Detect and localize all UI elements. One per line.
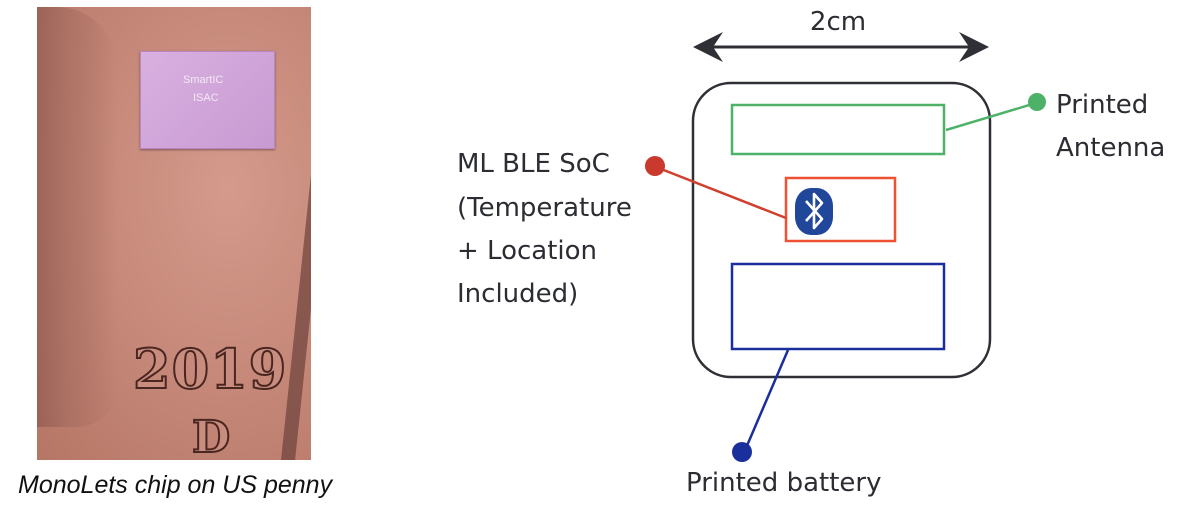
soc-label: + Location: [457, 236, 597, 266]
soc-label: ML BLE SoC: [457, 149, 610, 179]
soc-label: Included): [457, 279, 578, 309]
battery-leader: [744, 349, 790, 449]
lincoln-profile: [37, 7, 117, 427]
chip-text: SmartIC: [183, 74, 224, 86]
soc-leader: [655, 165, 787, 220]
device-outline: [691, 81, 992, 379]
antenna-label: Printed: [1056, 90, 1148, 120]
antenna-leader: [945, 101, 1037, 132]
coin-year: 2019: [132, 336, 288, 402]
antenna-label: Antenna: [1056, 133, 1165, 163]
bluetooth-icon: [795, 188, 833, 235]
penny-photo: SmartIC ISAC 2019 D: [37, 7, 311, 460]
antenna-dot: [1028, 93, 1046, 111]
battery-label: Printed battery: [686, 468, 881, 498]
dimension-label: 2cm: [810, 7, 866, 37]
antenna-box: [730, 103, 946, 156]
coin-mint-mark: D: [191, 411, 231, 460]
soc-box: [784, 176, 897, 243]
photo-caption: MonoLets chip on US penny: [18, 471, 333, 499]
soc-label: (Temperature: [457, 193, 632, 223]
battery-box: [730, 262, 946, 351]
soc-dot: [645, 156, 665, 176]
battery-dot: [732, 442, 752, 462]
chip-text: ISAC: [193, 92, 219, 104]
monolets-chip: SmartIC ISAC: [140, 51, 275, 149]
